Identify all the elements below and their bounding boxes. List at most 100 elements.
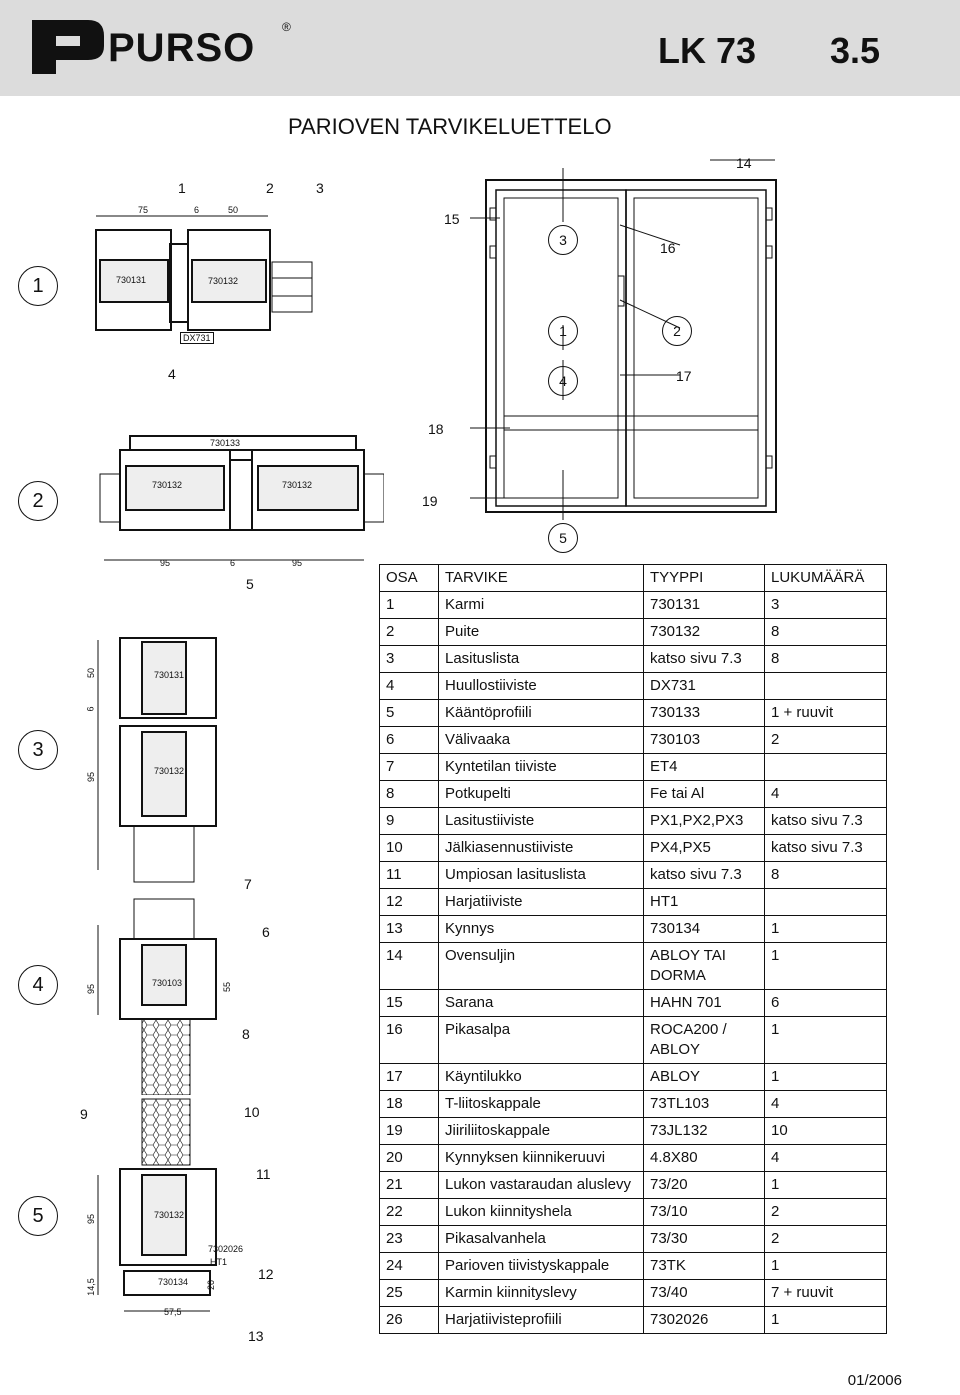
cell-tyyppi: ROCA200 / ABLOY	[643, 1016, 765, 1064]
s2-dim-95b: 95	[292, 558, 303, 568]
cell-tarvike: Käyntilukko	[438, 1063, 644, 1091]
cell-tarvike: Pikasalvanhela	[438, 1225, 644, 1253]
cell-lukumaara: 1	[764, 1306, 887, 1334]
cell-lukumaara: 1 + ruuvit	[764, 699, 887, 727]
door-callout-19: 19	[422, 493, 438, 509]
door-callout-17: 17	[676, 368, 692, 384]
cell-osa: 26	[379, 1306, 439, 1334]
cell-lukumaara: 2	[764, 1225, 887, 1253]
door-callout-16: 16	[660, 240, 676, 256]
s1-callout-3: 3	[316, 180, 324, 196]
cell-osa: 2	[379, 618, 439, 646]
cell-osa: 15	[379, 989, 439, 1017]
cell-lukumaara: 7 + ruuvit	[764, 1279, 887, 1307]
section4-drawing	[97, 898, 217, 1095]
cell-lukumaara: 8	[764, 861, 887, 889]
cell-tarvike: Kääntöprofiili	[438, 699, 644, 727]
s2-dim-6: 6	[230, 558, 236, 568]
s5-label-7302026: 7302026	[208, 1244, 244, 1254]
s4-dim-95: 95	[86, 983, 97, 995]
s5-dim-20: 20	[206, 1279, 217, 1291]
footer-date: 01/2006	[847, 1372, 902, 1389]
brand-name: PURSO	[108, 26, 256, 70]
cell-osa: 19	[379, 1117, 439, 1145]
s1-seal-label: DX731	[180, 332, 214, 344]
cell-tyyppi: ABLOY	[643, 1063, 765, 1091]
cell-tyyppi: 73/40	[643, 1279, 765, 1307]
section1-drawing	[95, 215, 313, 331]
section2-drawing	[99, 435, 384, 561]
cell-tarvike: Ovensuljin	[438, 942, 644, 990]
cell-osa: 16	[379, 1016, 439, 1064]
cell-lukumaara: 6	[764, 989, 887, 1017]
cell-osa: 23	[379, 1225, 439, 1253]
cell-lukumaara	[764, 753, 887, 781]
s5-profile-730132: 730132	[154, 1210, 185, 1220]
cell-lukumaara: 1	[764, 915, 887, 943]
door-callout-3: 3	[548, 225, 578, 255]
col-header-tarvike: TARVIKE	[438, 564, 644, 592]
cell-tarvike: Pikasalpa	[438, 1016, 644, 1064]
cell-lukumaara: 4	[764, 1090, 887, 1118]
trademark-symbol: ®	[282, 20, 291, 34]
cell-tarvike: Kyntetilan tiiviste	[438, 753, 644, 781]
cell-tarvike: Sarana	[438, 989, 644, 1017]
section-marker-5: 5	[18, 1196, 58, 1236]
s1-callout-4: 4	[168, 366, 176, 382]
doc-code: LK 73	[658, 30, 757, 71]
s2-profile-730132a: 730132	[152, 480, 183, 490]
s5-callout-12: 12	[258, 1266, 274, 1282]
cell-lukumaara	[764, 888, 887, 916]
cell-osa: 18	[379, 1090, 439, 1118]
cell-osa: 24	[379, 1252, 439, 1280]
cell-osa: 3	[379, 645, 439, 673]
cell-tarvike: Lasitustiiviste	[438, 807, 644, 835]
cell-tarvike: Parioven tiivistyskappale	[438, 1252, 644, 1280]
cell-tarvike: Umpiosan lasituslista	[438, 861, 644, 889]
door-callout-5: 5	[548, 523, 578, 553]
page-title: PARIOVEN TARVIKELUETTELO	[288, 114, 612, 139]
cell-tarvike: Karmi	[438, 591, 644, 619]
cell-tarvike: Potkupelti	[438, 780, 644, 808]
cell-lukumaara: 4	[764, 780, 887, 808]
cell-tarvike: Lukon vastaraudan aluslevy	[438, 1171, 644, 1199]
section-number: 3.5	[830, 30, 881, 71]
cell-tyyppi: katso sivu 7.3	[643, 861, 765, 889]
cell-osa: 13	[379, 915, 439, 943]
cell-tyyppi: PX1,PX2,PX3	[643, 807, 765, 835]
cell-osa: 22	[379, 1198, 439, 1226]
cell-tarvike: Jälkiasennustiiviste	[438, 834, 644, 862]
cell-tarvike: Välivaaka	[438, 726, 644, 754]
cell-osa: 6	[379, 726, 439, 754]
cell-tyyppi: 730133	[643, 699, 765, 727]
door-callout-18: 18	[428, 421, 444, 437]
cell-osa: 20	[379, 1144, 439, 1172]
cell-tyyppi: 73/20	[643, 1171, 765, 1199]
cell-lukumaara	[764, 672, 887, 700]
col-header-lukumaara: LUKUMÄÄRÄ	[764, 564, 887, 592]
cell-tyyppi: ABLOY TAI DORMA	[643, 942, 765, 990]
cell-osa: 10	[379, 834, 439, 862]
s4-callout-8: 8	[242, 1026, 250, 1042]
cell-tarvike: T-liitoskappale	[438, 1090, 644, 1118]
s3-dim-50: 50	[86, 667, 97, 679]
s3-profile-730131: 730131	[154, 670, 185, 680]
cell-tyyppi: 73/30	[643, 1225, 765, 1253]
